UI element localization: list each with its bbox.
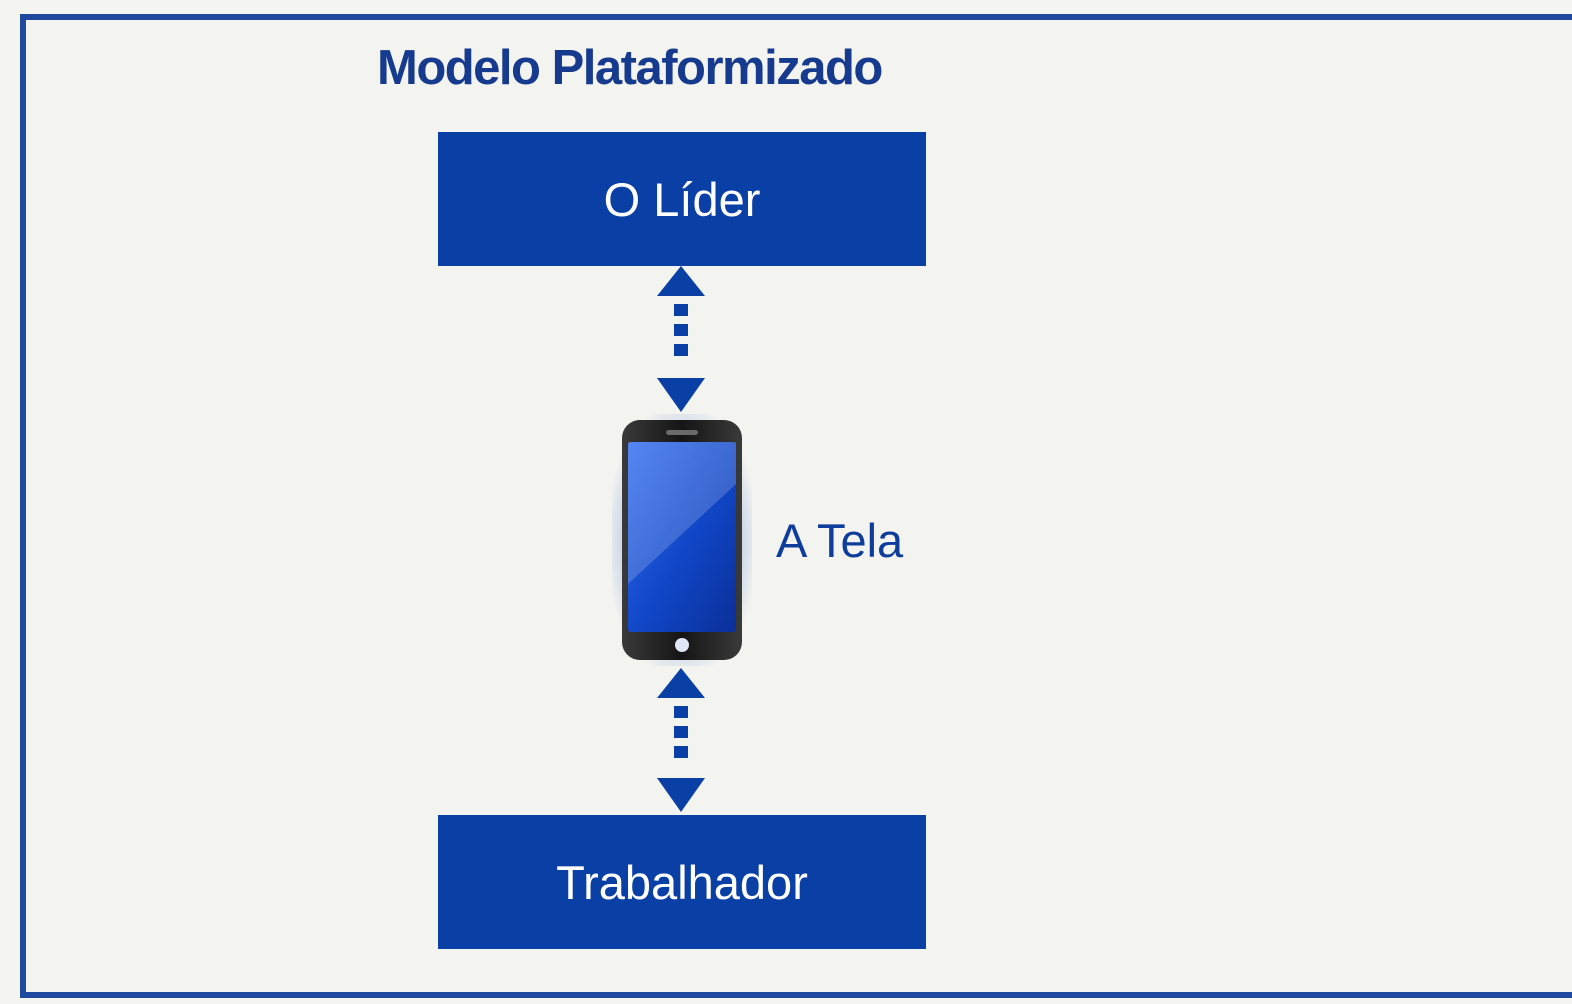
smartphone-icon (612, 414, 752, 666)
worker-box: Trabalhador (438, 815, 926, 949)
worker-label: Trabalhador (556, 855, 808, 909)
leader-label: O Líder (603, 172, 761, 226)
screen-label: A Tela (776, 514, 904, 567)
top-double-arrow-icon (657, 266, 705, 412)
diagram-title: Modelo Plataformizado (377, 41, 883, 95)
bottom-double-arrow-icon (657, 668, 705, 812)
leader-box: O Líder (438, 132, 926, 266)
